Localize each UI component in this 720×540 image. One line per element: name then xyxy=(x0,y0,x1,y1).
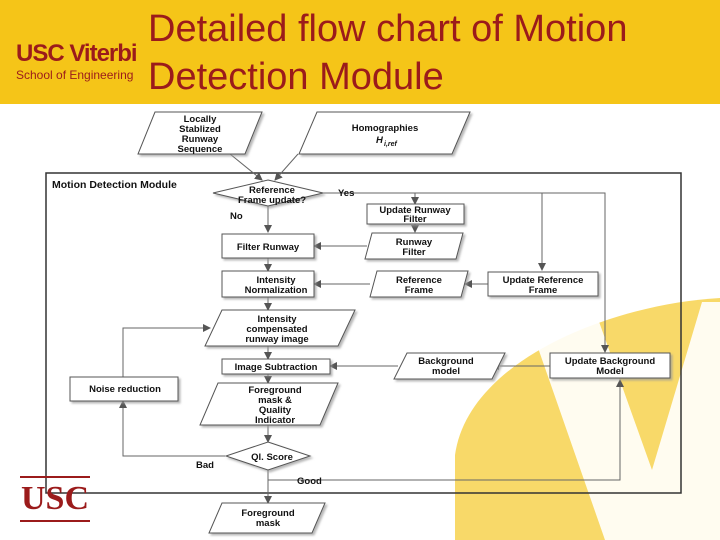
usc-logo-rule-bottom xyxy=(20,520,90,522)
node-foreground-quality-line: Indicator xyxy=(255,415,295,426)
node-ql-score-label: Ql. Score xyxy=(251,452,293,463)
node-input-sequence: Locally Stablized Runway Sequence xyxy=(137,111,263,155)
slide-title-line-2: Detection Module xyxy=(148,56,444,98)
node-intensity-norm-line: Intensity xyxy=(256,275,296,286)
node-homographies-symbol: H xyxy=(376,135,384,146)
node-runway-filter-line: Filter xyxy=(402,247,426,258)
node-reference-frame-line: Frame xyxy=(405,285,434,296)
node-reference-frame-line: Reference xyxy=(396,275,442,286)
node-ref-update-line: Frame update? xyxy=(238,195,306,206)
node-homographies: Homographies H i,ref xyxy=(298,111,471,155)
node-input-sequence-line: Sequence xyxy=(178,144,223,155)
node-intensity-comp-line: compensated xyxy=(246,324,307,335)
node-intensity-norm-line: Normalization xyxy=(245,285,308,296)
node-foreground-quality-line: Foreground xyxy=(248,385,301,396)
node-update-bg-model-line: Update Background xyxy=(565,356,655,367)
usc-logo: USC xyxy=(20,476,90,522)
node-runway-filter-line: Runway xyxy=(396,237,433,248)
node-noise-reduction: Noise reduction xyxy=(69,376,179,402)
node-update-background-model: Update Background Model xyxy=(549,352,671,379)
node-intensity-comp-line: runway image xyxy=(245,334,308,345)
node-foreground-quality: Foreground mask & Quality Indicator xyxy=(199,382,339,426)
node-reference-frame: Reference Frame xyxy=(369,270,469,298)
node-update-ref-frame-line: Frame xyxy=(529,285,558,296)
node-background-model-line: Background xyxy=(418,356,474,367)
edge-label-bad: Bad xyxy=(196,460,214,471)
logo-secondary: School of Engineering xyxy=(16,68,134,82)
slide-title-line-1: Detailed flow chart of Motion xyxy=(148,8,628,50)
module-label: Motion Detection Module xyxy=(52,179,177,191)
edge-label-good: Good xyxy=(297,476,322,487)
node-foreground-mask: Foreground mask xyxy=(208,502,326,534)
node-update-bg-model-line: Model xyxy=(596,366,623,377)
node-input-sequence-line: Stablized xyxy=(179,124,221,135)
edges xyxy=(119,153,624,504)
node-foreground-quality-line: Quality xyxy=(259,405,292,416)
node-foreground-mask-line: Foreground xyxy=(241,508,294,519)
node-ql-score-decision: Ql. Score xyxy=(224,441,312,471)
logo-primary: USC Viterbi xyxy=(16,40,138,67)
node-update-runway-filter: Update Runway Filter xyxy=(366,203,465,225)
node-filter-runway-label: Filter Runway xyxy=(237,242,300,253)
node-intensity-normalization: Intensity Normalization xyxy=(221,270,315,298)
header-bar: USC Viterbi School of Engineering Detail… xyxy=(0,0,720,104)
node-background-model-line: model xyxy=(432,366,460,377)
node-update-ref-frame-line: Update Reference xyxy=(503,275,584,286)
usc-viterbi-logo: USC Viterbi School of Engineering xyxy=(14,40,142,84)
usc-logo-text: USC xyxy=(20,480,90,517)
node-foreground-quality-line: mask & xyxy=(258,395,292,406)
node-runway-filter: Runway Filter xyxy=(364,232,464,260)
node-noise-reduction-label: Noise reduction xyxy=(89,384,161,395)
usc-logo-rule-top xyxy=(20,476,90,478)
node-ref-update-decision: Reference Frame update? xyxy=(212,179,324,207)
node-homographies-label: Homographies xyxy=(352,123,419,134)
node-background-model: Background model xyxy=(393,352,506,380)
node-foreground-mask-line: mask xyxy=(256,518,281,529)
node-update-reference-frame: Update Reference Frame xyxy=(487,271,599,297)
node-filter-runway: Filter Runway xyxy=(221,233,315,259)
node-update-runway-filter-line: Filter xyxy=(403,214,427,225)
node-input-sequence-line: Locally xyxy=(184,114,217,125)
node-image-subtraction: Image Subtraction xyxy=(221,358,331,375)
node-intensity-compensated: Intensity compensated runway image xyxy=(204,309,356,347)
node-homographies-subscript: i,ref xyxy=(384,141,398,148)
node-intensity-comp-line: Intensity xyxy=(257,314,297,325)
node-update-runway-filter-line: Update Runway xyxy=(379,205,451,216)
module-boundary xyxy=(45,172,682,494)
node-image-subtraction-label: Image Subtraction xyxy=(235,362,318,373)
edge-label-yes: Yes xyxy=(338,188,354,199)
edge-label-no: No xyxy=(230,211,243,222)
node-ref-update-line: Reference xyxy=(249,185,295,196)
node-input-sequence-line: Runway xyxy=(182,134,219,145)
